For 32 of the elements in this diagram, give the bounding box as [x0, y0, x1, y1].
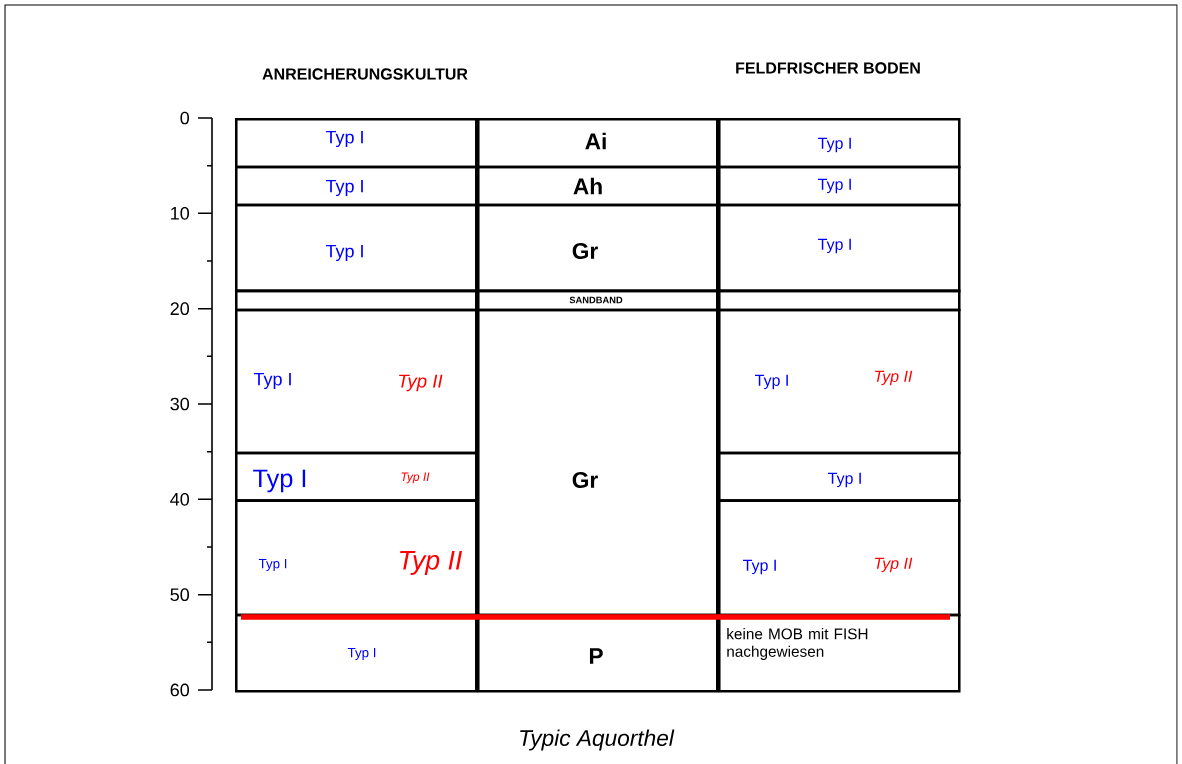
layer-cell: Gr	[477, 308, 719, 617]
layer-cell: Typ I	[718, 203, 961, 293]
tick-label: 40	[170, 492, 190, 506]
layer-cell: Typ I Typ II	[235, 499, 478, 617]
layer-cell: Typ I	[235, 165, 478, 207]
layer-cell: Ai	[477, 118, 719, 169]
layer-cell: Typ I	[718, 165, 961, 207]
layer-cell: Typ I Typ II	[718, 308, 961, 455]
layer-cell: SANDBAND	[477, 289, 719, 312]
layer-cell: keine MOB mit FISH nachgewiesen	[718, 613, 961, 693]
tick-label: 10	[171, 206, 190, 220]
layer-cell: Typ I	[235, 118, 478, 169]
layer-cell: Typ I	[718, 118, 961, 169]
tick-label: 60	[170, 683, 190, 697]
layer-cell: Typ I Typ II	[718, 499, 961, 617]
tick-label: 30	[170, 397, 190, 411]
layer-cell: Typ I	[718, 451, 961, 502]
layer-cell	[718, 289, 961, 312]
layer-cell: P	[477, 613, 719, 693]
tick-label: 0	[180, 111, 190, 125]
layer-cell: Typ I Typ II	[235, 308, 478, 455]
caption: Typic Aquorthel	[520, 729, 675, 751]
tick-label: 50	[170, 588, 190, 602]
layer-cell: Typ I	[235, 613, 478, 693]
layer-cell: Ah	[477, 165, 719, 207]
column-heading: ANREICHERUNGSKULTUR	[262, 68, 468, 80]
layer-cell	[235, 289, 478, 312]
tick-label: 20	[170, 302, 190, 316]
column-heading: FELDFRISCHER BODEN	[736, 62, 920, 74]
layer-cell: Typ I	[235, 203, 478, 293]
layer-cell: Gr	[477, 203, 719, 293]
layer-cell: Typ I Typ II	[235, 451, 478, 502]
